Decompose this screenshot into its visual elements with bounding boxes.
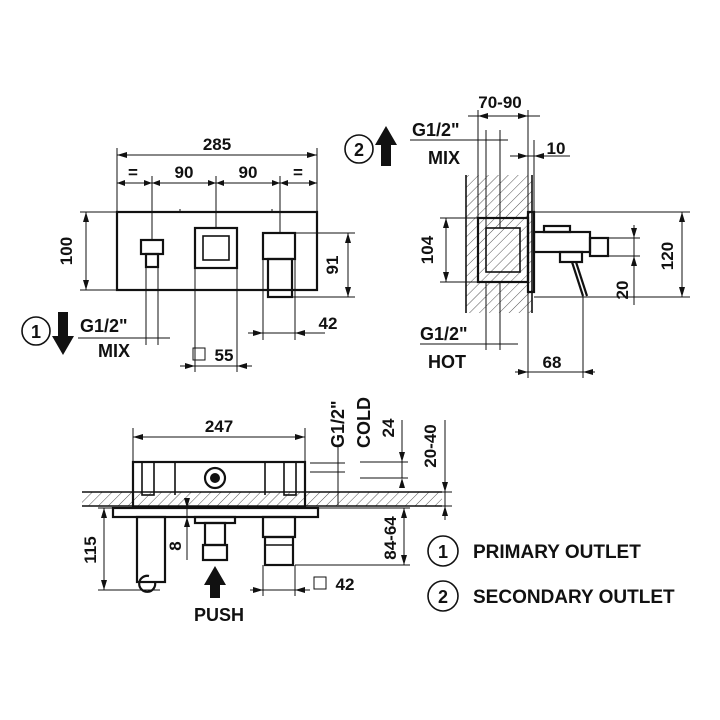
dim-offset-42: 42 [319,314,338,333]
plan-view: 247 G1/2" COLD 24 20-40 84-64 [81,397,452,625]
legend-item-primary: 1 PRIMARY OUTLET [427,535,641,567]
push-arrow-icon [204,566,226,598]
dim-equal-right: = [293,163,303,182]
arrow-down-icon [52,312,74,355]
dim-depth-70-90: 70-90 [478,93,521,112]
dim-projection-84-64: 84-64 [381,516,400,560]
front-body [115,210,319,292]
dim-height-104: 104 [418,235,437,264]
legend-number-2: 2 [438,587,448,607]
outlet-2-type: MIX [428,148,460,168]
legend-item-secondary: 2 SECONDARY OUTLET [427,580,675,612]
side-wall [466,175,532,313]
dim-height-120: 120 [658,242,677,270]
dim-offset-24: 24 [379,418,398,437]
dim-plate-10: 10 [547,139,566,158]
dim-handle-20: 20 [613,281,632,300]
dim-height-100: 100 [57,237,76,265]
legend-label-secondary: SECONDARY OUTLET [473,587,675,608]
plan-wall [82,492,442,506]
front-right-outlet [261,231,297,261]
dim-height-91: 91 [323,256,342,275]
dim-spacing-left: 90 [175,163,194,182]
front-left-outlet [139,238,165,256]
outlet-1-thread: G1/2" [80,316,128,336]
dim-height-115: 115 [81,536,100,563]
dim-equal-left: = [128,163,138,182]
outlet-2-thread: G1/2" [412,120,460,140]
outlet-2-badge [344,134,374,164]
front-square-knob [193,226,239,270]
outlet-1-badge [21,316,51,346]
outlet-2-number: 2 [354,140,364,160]
legend-number-1: 1 [438,542,448,562]
dim-square-55: 55 [215,346,234,365]
front-view: 285 = 90 90 = 100 91 [21,135,355,372]
inlet-thread: G1/2" [420,324,468,344]
dim-width-285: 285 [203,135,231,154]
push-label: PUSH [194,605,244,625]
cold-label: COLD [354,397,374,448]
cold-thread: G1/2" [328,400,348,448]
dim-wall-20-40: 20-40 [421,424,440,467]
dim-spacing-right: 90 [239,163,258,182]
side-view: 70-90 10 2 G1/2" MIX 104 120 [344,93,690,378]
outlet-1-number: 1 [31,322,41,342]
outlet-1-type: MIX [98,341,130,361]
dim-projection-68: 68 [543,353,562,372]
inlet-type: HOT [428,352,466,372]
arrow-up-icon [375,126,397,166]
plan-plate [111,506,320,519]
dim-width-247: 247 [205,417,233,436]
dim-square-42: 42 [336,575,355,594]
legend: 1 PRIMARY OUTLET 2 SECONDARY OUTLET [427,535,675,612]
dim-gap-8: 8 [166,541,185,550]
legend-label-primary: PRIMARY OUTLET [473,542,641,563]
